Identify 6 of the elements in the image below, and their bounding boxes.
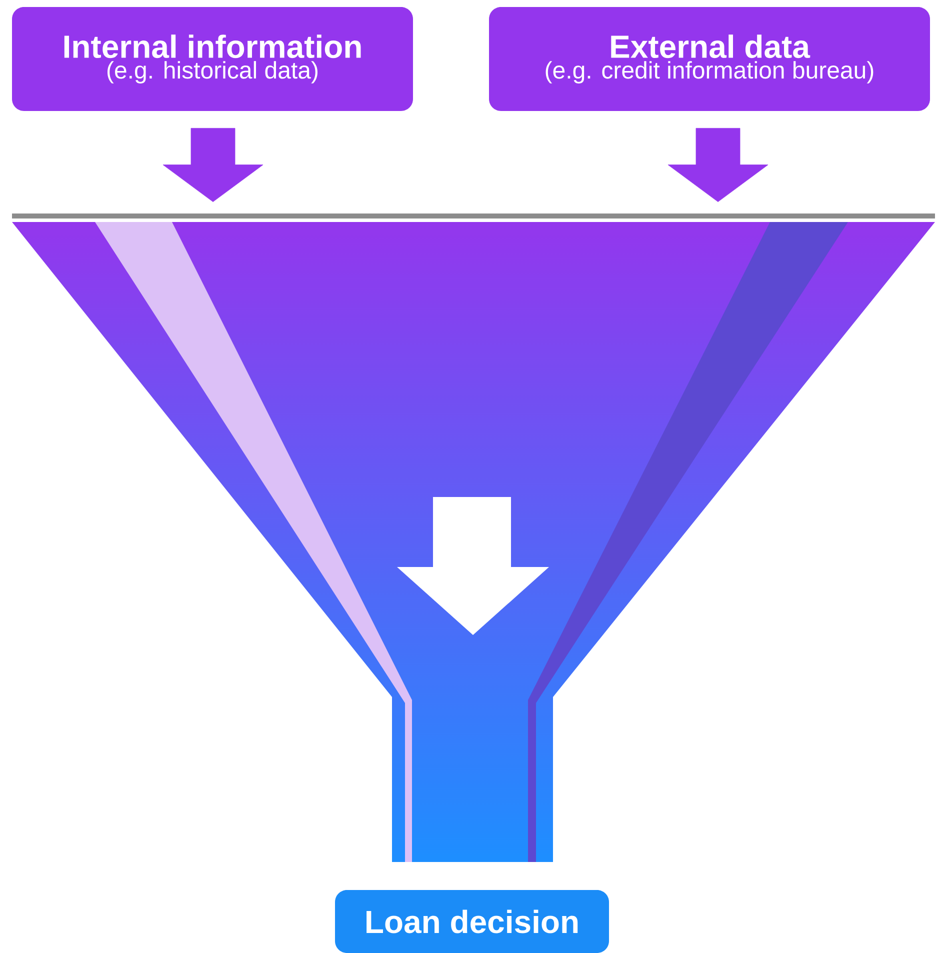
input-box: External data (e.g. credit information bureau) bbox=[489, 7, 930, 111]
decision-box: Loan decision bbox=[335, 890, 609, 953]
input-box: Internal information (e.g. historical data) bbox=[12, 7, 413, 111]
funnel-drawing bbox=[12, 214, 935, 862]
block-arrow bbox=[668, 128, 768, 202]
block-arrow bbox=[162, 128, 264, 202]
